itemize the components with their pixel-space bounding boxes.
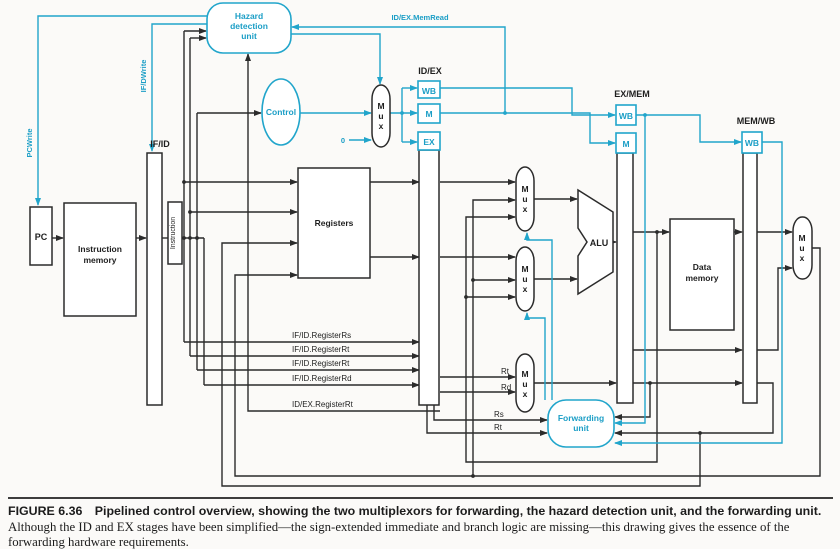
control-mux-m: M <box>377 101 384 111</box>
idex-wb-label: WB <box>422 86 436 96</box>
instruction-memory-label-2: memory <box>83 255 116 265</box>
wire-rt-to-forwarding <box>426 405 548 436</box>
ifid-registerrt1-label: IF/ID.RegisterRt <box>292 345 350 354</box>
writeback-mux-m: M <box>798 233 805 243</box>
caption-body: Although the ID and EX stages have been … <box>8 519 790 549</box>
exmem-label: EX/MEM <box>614 89 650 99</box>
junction-dots <box>182 111 702 478</box>
writeback-mux: M u x <box>792 216 813 280</box>
rs-forward-label: Rs <box>494 410 504 419</box>
hazard-label-1: Hazard <box>235 11 263 21</box>
memwb-label: MEM/WB <box>737 116 776 126</box>
ifid-label: IF/ID <box>150 139 170 149</box>
idex-ex-label: EX <box>423 137 435 147</box>
caption-title: FIGURE 6.36 Pipelined control overview, … <box>8 504 822 518</box>
wire-memwb-regwrite-to-forwarding <box>614 141 783 446</box>
idex-register: ID/EX WB M EX <box>417 66 442 406</box>
wire-wb-chain2 <box>636 114 742 145</box>
rtrd-mux-x: x <box>523 389 528 399</box>
forward-mux-a: M u x <box>515 166 535 232</box>
instruction-field: Instruction <box>167 201 183 265</box>
memwb-wb-label: WB <box>745 138 759 148</box>
hazard-label-2: detection <box>230 21 268 31</box>
forward-mux-a-x: x <box>523 204 528 214</box>
hazard-detection-unit: Hazard detection unit <box>206 2 292 54</box>
exmem-register: EX/MEM WB M <box>614 89 650 404</box>
ifid-registerrs-label: IF/ID.RegisterRs <box>292 331 351 340</box>
wire-ifdwrite <box>149 23 207 152</box>
control-mux-x: x <box>379 121 384 131</box>
instruction-memory: Instruction memory <box>63 202 137 317</box>
pc-label: PC <box>35 232 48 242</box>
pipeline-diagram: PC Instruction memory IF/ID Instruction … <box>25 2 821 487</box>
forward-mux-b-u: u <box>522 274 527 284</box>
wire-rs-to-forwarding <box>433 405 548 423</box>
signal-labels: PCWrite IF/DWrite ID/EX.MemRead 0 IF/ID.… <box>25 13 511 432</box>
hazard-label-3: unit <box>241 31 257 41</box>
registers-block: Registers <box>297 167 371 279</box>
figure-caption: FIGURE 6.36 Pipelined control overview, … <box>8 497 833 549</box>
forwarding-label-1: Forwarding <box>558 413 604 423</box>
forward-mux-a-m: M <box>521 184 528 194</box>
forward-mux-b: M u x <box>515 246 535 312</box>
wire-wb-chain1 <box>440 87 616 118</box>
pcwrite-label: PCWrite <box>25 128 34 157</box>
wire-idex-memread <box>291 24 506 113</box>
idex-label: ID/EX <box>418 66 442 76</box>
rtrd-mux-u: u <box>522 379 527 389</box>
ifid-registerrt2-label: IF/ID.RegisterRt <box>292 359 350 368</box>
writeback-mux-u: u <box>799 243 804 253</box>
pc-register: PC <box>29 206 53 266</box>
memwb-register: MEM/WB WB <box>737 116 776 404</box>
forward-mux-a-u: u <box>522 194 527 204</box>
wire-memwb-rd-to-writereg <box>221 240 701 487</box>
forward-mux-b-m: M <box>521 264 528 274</box>
wire-memwb-forward-riser <box>472 197 516 476</box>
wire-exmem-rd-to-forwarding <box>614 383 651 420</box>
idex-m-label: M <box>425 109 432 119</box>
rtrd-mux-m: M <box>521 369 528 379</box>
forwarding-unit: Forwarding unit <box>547 399 615 448</box>
wire-exmem-forward-loop <box>465 214 658 463</box>
ifid-register: IF/ID <box>146 139 170 406</box>
zero-label: 0 <box>341 136 345 145</box>
alu-label: ALU <box>590 238 609 248</box>
control-mux-u: u <box>378 111 383 121</box>
data-memory: Data memory <box>669 218 735 331</box>
idex-registerrt-label: ID/EX.RegisterRt <box>292 400 354 409</box>
control-unit: Control <box>261 78 301 146</box>
data-memory-label-1: Data <box>693 262 712 272</box>
datapath-wires <box>52 28 821 487</box>
wire-exmem-regwrite-to-forwarding <box>614 115 646 426</box>
data-memory-label-2: memory <box>685 273 718 283</box>
instruction-field-label: Instruction <box>170 217 177 249</box>
exmem-m-label: M <box>622 139 629 149</box>
control-mux: M u x <box>371 84 391 148</box>
rd-mux-label: Rd <box>501 383 511 392</box>
wire-hazard-to-ctrlmux <box>291 33 383 85</box>
rtrd-mux: M u x <box>515 353 535 413</box>
forward-mux-b-x: x <box>523 284 528 294</box>
rt-mux-label: Rt <box>501 367 510 376</box>
wire-idex-registerrt-to-hazard <box>245 53 440 412</box>
wire-forwarda-select <box>524 232 553 400</box>
ifdwrite-label: IF/DWrite <box>139 60 148 93</box>
wire-wbmux-writeback-loop <box>234 247 821 477</box>
wire-m-chain <box>440 112 616 146</box>
wire-forwardb-select <box>524 312 546 400</box>
wire-memwb-to-wbmux2 <box>757 265 793 351</box>
ifid-registerrd-label: IF/ID.RegisterRd <box>292 374 352 383</box>
exmem-wb-label: WB <box>619 111 633 121</box>
writeback-mux-x: x <box>800 253 805 263</box>
forwarding-label-2: unit <box>573 423 589 433</box>
alu-block: ALU <box>577 188 614 296</box>
rt-forward-label: Rt <box>494 423 503 432</box>
wire-memwb-rd-to-forwarding <box>614 382 774 436</box>
wire-pcwrite <box>35 15 207 206</box>
control-wires <box>35 15 783 446</box>
instruction-memory-label-1: Instruction <box>78 244 122 254</box>
registers-label: Registers <box>315 218 354 228</box>
control-label: Control <box>266 107 296 117</box>
idex-memread-label: ID/EX.MemRead <box>391 13 449 22</box>
